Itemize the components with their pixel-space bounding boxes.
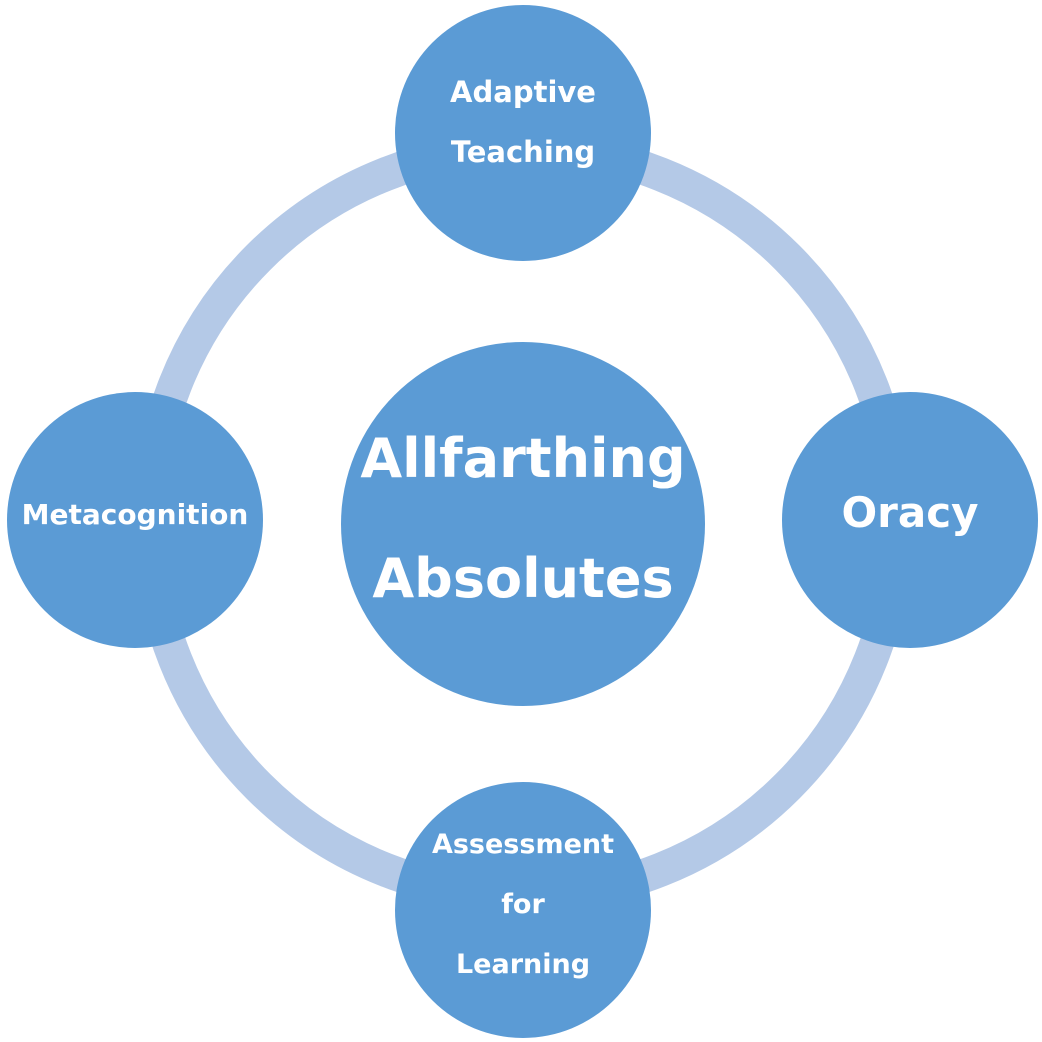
center-node-allfarthing-absolutes: Allfarthing Absolutes (341, 342, 705, 706)
node-adaptive-teaching: Adaptive Teaching (395, 5, 651, 261)
node-label-line: Oracy (841, 488, 979, 537)
node-label-line: Learning (455, 949, 591, 980)
node-label-line: for (501, 889, 545, 920)
node-label-line: Teaching (450, 135, 596, 169)
center-label-line: Allfarthing (360, 427, 686, 490)
node-assessment-for-learning: Assessment for Learning (395, 782, 651, 1038)
node-label-line: Adaptive (450, 75, 596, 109)
center-label-line: Absolutes (372, 547, 674, 610)
node-label-line: Metacognition (21, 498, 249, 531)
node-label-line: Assessment (431, 829, 615, 860)
node-metacognition: Metacognition (7, 392, 263, 648)
node-oracy: Oracy (782, 392, 1038, 648)
